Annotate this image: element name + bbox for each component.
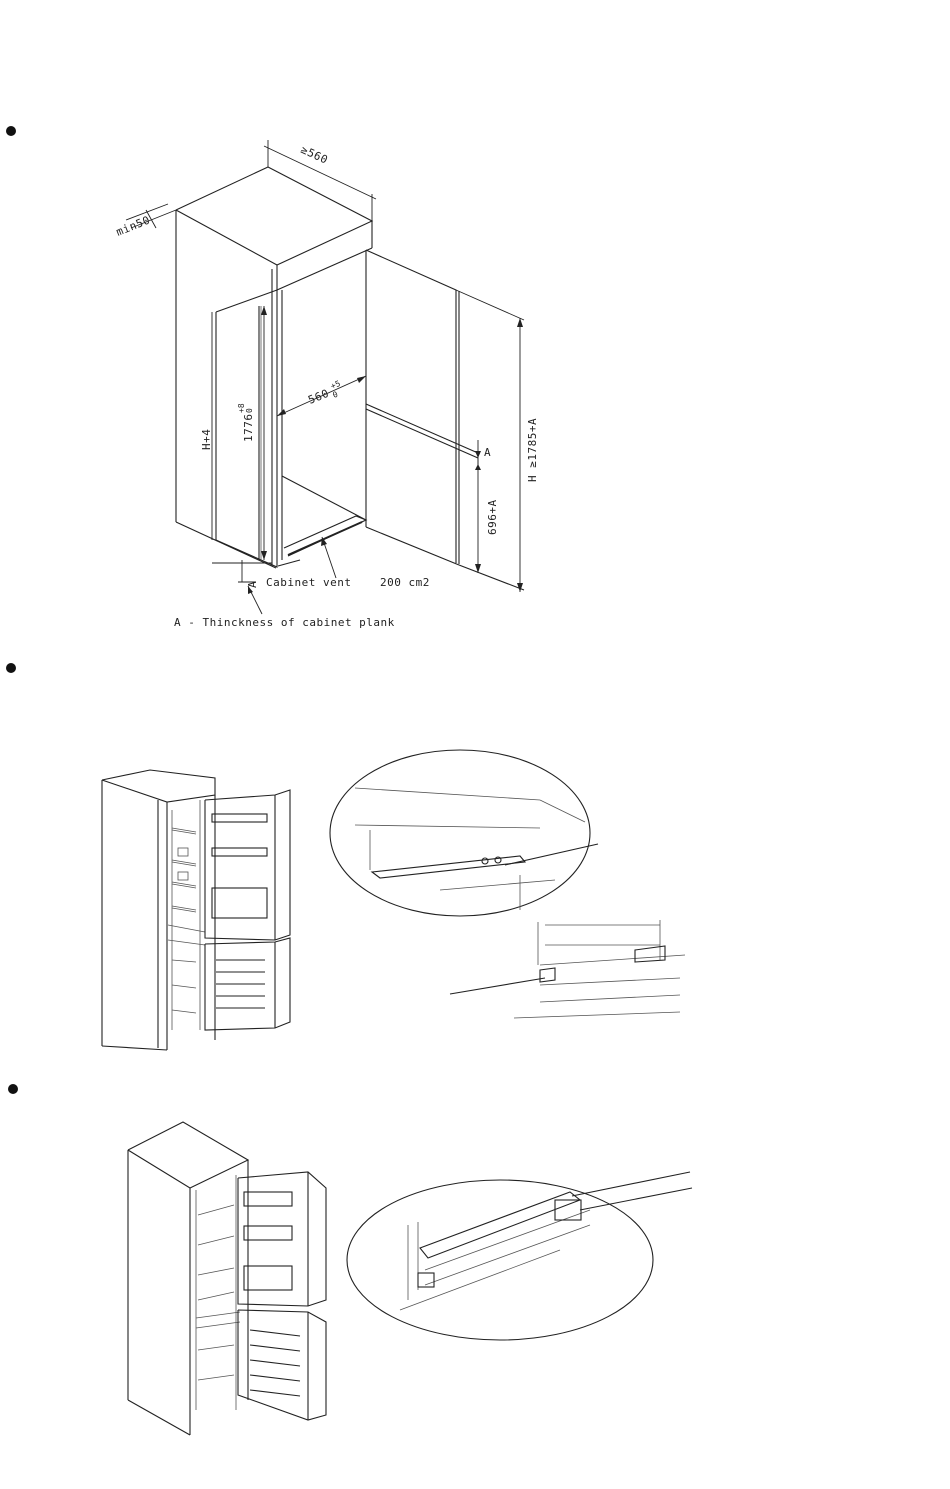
inner-height-label: 1776 [242, 414, 255, 443]
hinge-detail-bottom [450, 920, 685, 1018]
vent-label: Cabinet vent 200 cm2 [266, 576, 430, 589]
width-min-label: ≥560 [299, 143, 330, 167]
lower-height-label: 696+A [486, 499, 499, 535]
cabinet-dimension-diagram: ≥560 min50 560 +5 0 H+4 1776 +8 0 H ≥178… [114, 140, 539, 629]
inner-height-tol0: 0 [245, 408, 254, 413]
a-bottom-label: A [246, 581, 259, 588]
inner-width-label: 560 [306, 387, 331, 407]
hinge-detail-ellipse-top [330, 750, 598, 916]
fridge-open-illustration-top [102, 770, 290, 1050]
fridge-open-illustration-bottom [128, 1122, 326, 1435]
total-height-label: H ≥1785+A [526, 418, 539, 482]
legend-label: A - Thinckness of cabinet plank [174, 616, 395, 629]
inner-width-tol0: 0 [331, 390, 339, 400]
a-top-label: A [484, 446, 491, 459]
hinge-detail-ellipse-bottom [347, 1172, 692, 1340]
inner-width-tol: +5 [329, 379, 341, 391]
door-height-label: H+4 [200, 429, 213, 450]
